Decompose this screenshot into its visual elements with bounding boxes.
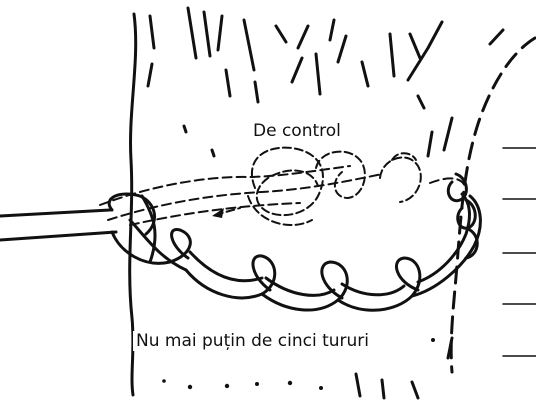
turns-label: Nu mai puțin de cinci tururi	[133, 331, 372, 351]
leader-lines	[503, 148, 536, 356]
check-label: De control	[251, 121, 343, 141]
check-loops	[215, 148, 421, 225]
tree-trunk-right-edge	[451, 38, 535, 372]
